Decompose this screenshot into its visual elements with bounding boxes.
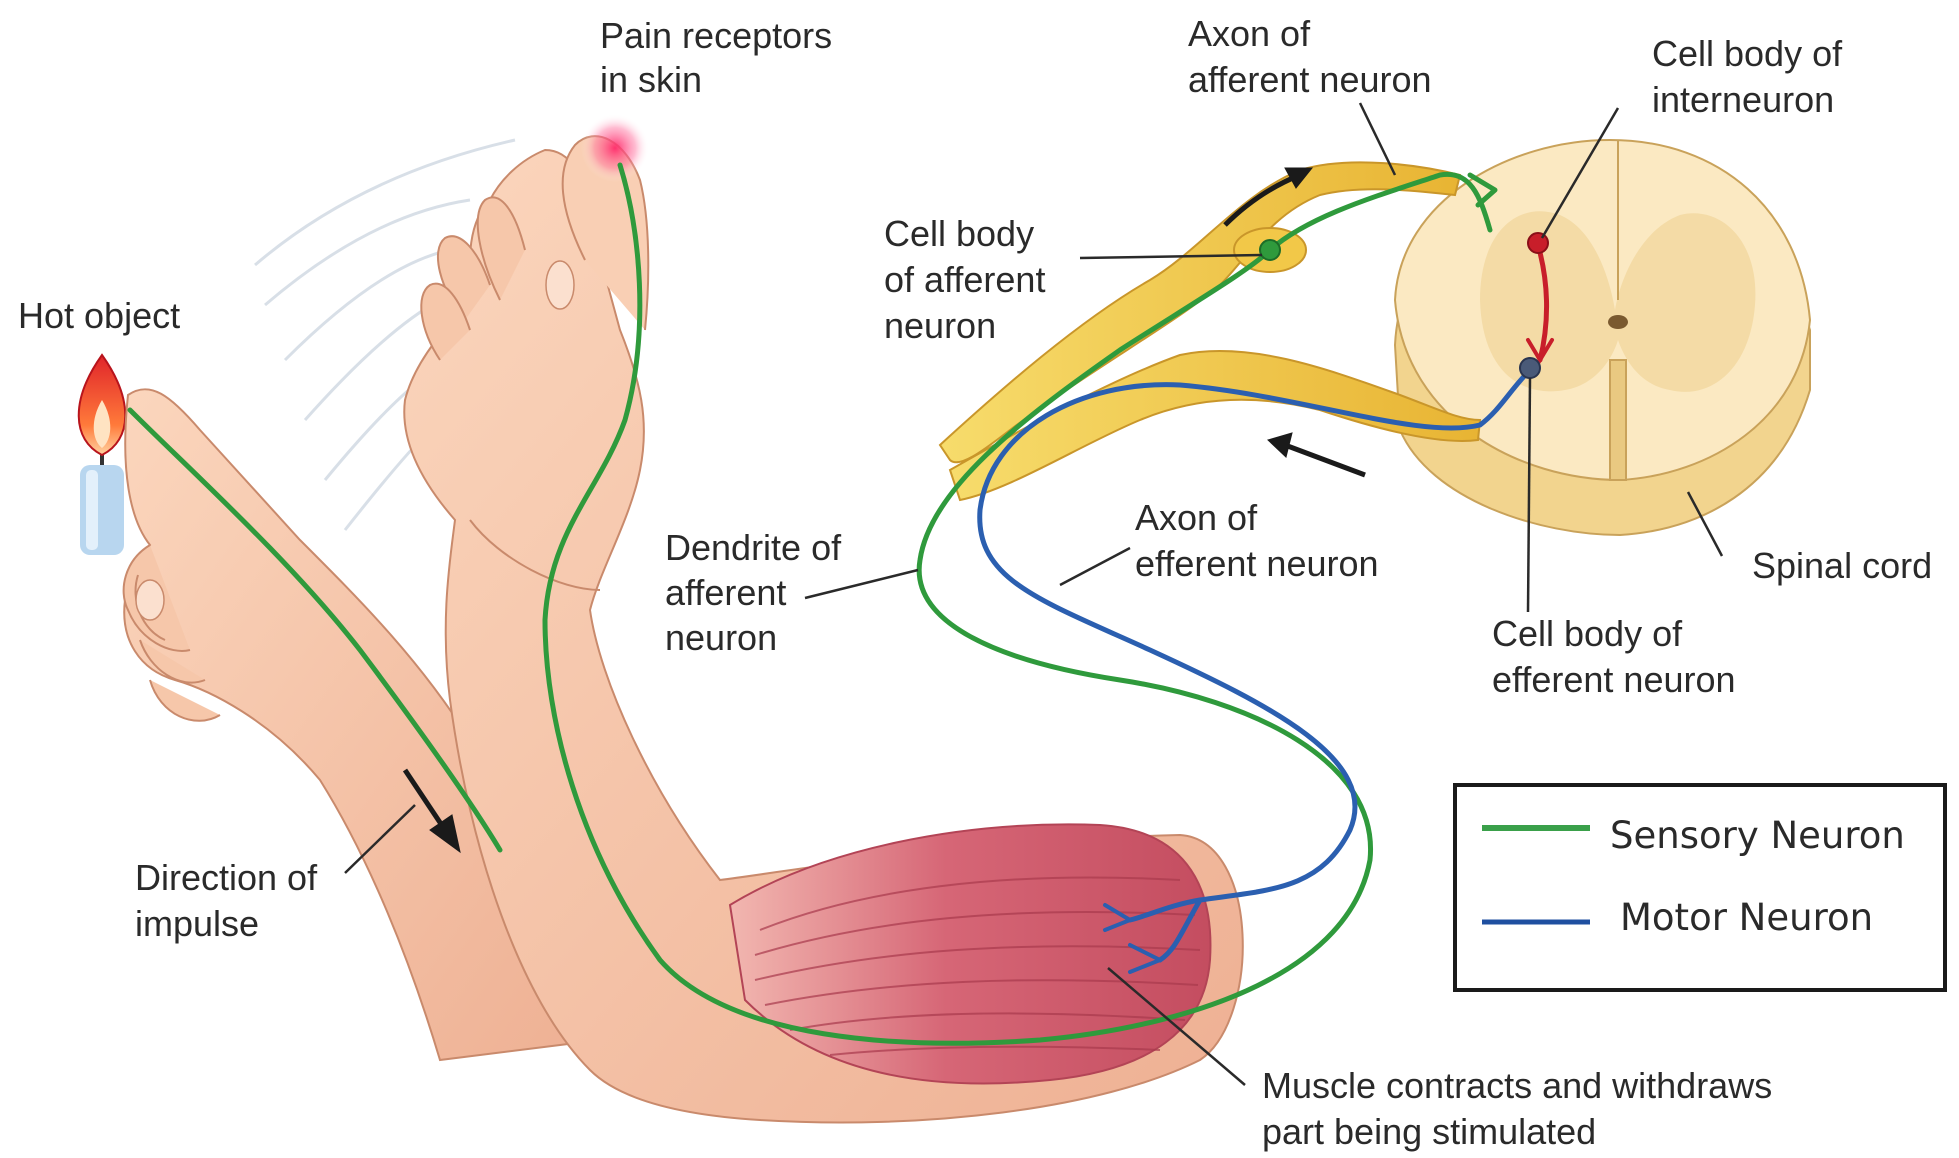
label-cell-body-efferent: Cell body of efferent neuron — [1492, 613, 1736, 700]
legend-sensory-label: Sensory Neuron — [1610, 814, 1905, 857]
label-muscle-contracts: Muscle contracts and withdraws part bein… — [1262, 1065, 1782, 1152]
label-cell-body-interneuron: Cell body of interneuron — [1652, 33, 1852, 120]
hot-object-candle-icon — [79, 355, 126, 555]
label-axon-afferent: Axon of afferent neuron — [1188, 13, 1432, 100]
legend: Sensory Neuron Motor Neuron — [1455, 785, 1945, 990]
label-axon-efferent: Axon of efferent neuron — [1135, 497, 1379, 584]
spinal-cord — [1395, 140, 1810, 535]
label-hot-object: Hot object — [18, 295, 180, 336]
legend-motor-label: Motor Neuron — [1620, 896, 1873, 939]
pain-receptor-icon — [581, 114, 649, 182]
label-pain-receptors: Pain receptors in skin — [600, 15, 842, 100]
label-cell-body-afferent: Cell body of afferent neuron — [884, 213, 1055, 346]
label-spinal-cord: Spinal cord — [1752, 545, 1932, 586]
label-direction-impulse: Direction of impulse — [135, 857, 327, 944]
